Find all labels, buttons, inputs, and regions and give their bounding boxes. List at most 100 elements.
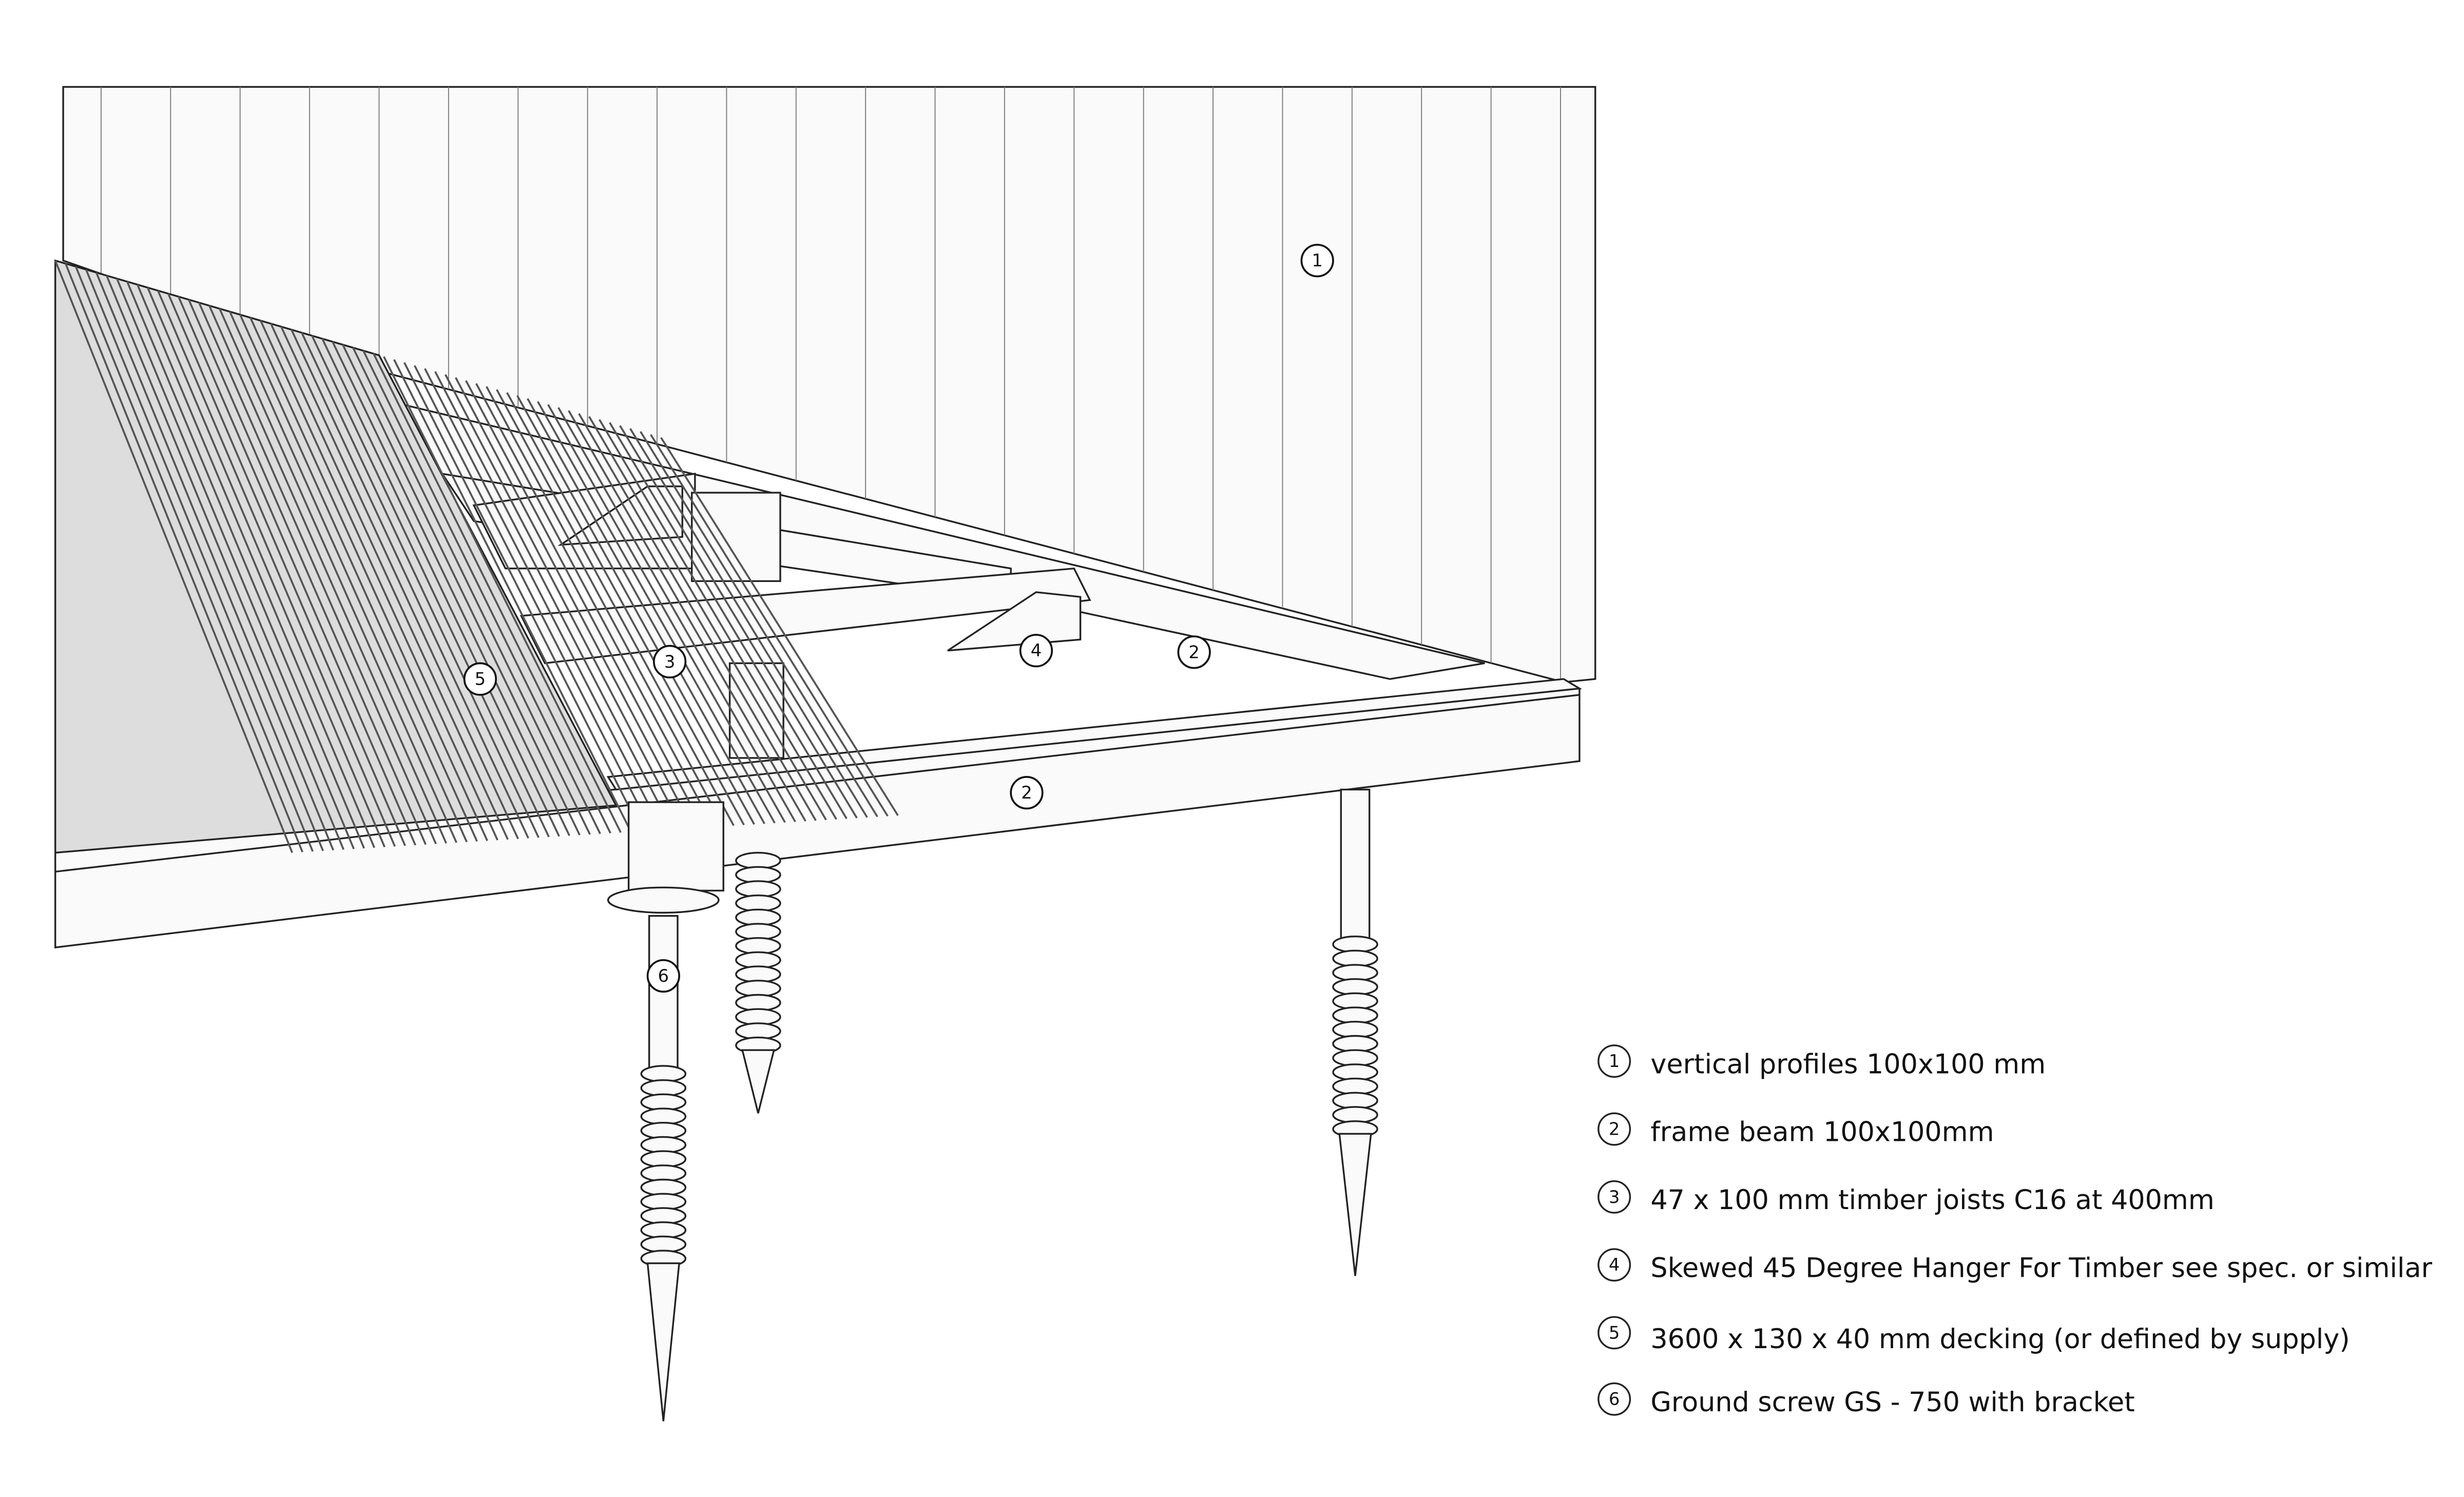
decking-groove: [434, 371, 673, 830]
decking-groove: [496, 389, 735, 826]
callout-4: 4: [1019, 634, 1053, 668]
decking-groove: [126, 281, 365, 849]
svg-text:5: 5: [1609, 1323, 1620, 1343]
decking-groove: [321, 338, 560, 837]
decking-groove: [95, 272, 334, 851]
decking-groove: [650, 434, 889, 817]
svg-text:47 x 100 mm timber joists C16: 47 x 100 mm timber joists C16 at 400mm: [1650, 1184, 2214, 1216]
decking-groove: [116, 278, 355, 849]
decking-groove: [465, 380, 704, 828]
svg-text:vertical profiles 100x100 mm: vertical profiles 100x100 mm: [1650, 1048, 2046, 1080]
decking-groove: [177, 296, 416, 846]
callout-1: 1: [1300, 244, 1334, 278]
svg-text:Skewed 45 Degree Hanger For Ti: Skewed 45 Degree Hanger For Timber see s…: [1650, 1252, 2432, 1284]
decking-groove: [198, 302, 437, 845]
screw-tip: [741, 1049, 775, 1114]
svg-text:4: 4: [1031, 640, 1042, 660]
bracket: [627, 801, 724, 892]
decking-groove: [239, 314, 478, 842]
callout-5: 5: [463, 662, 497, 696]
decking-groove: [301, 332, 540, 838]
decking: [54, 259, 899, 854]
decking-groove: [403, 362, 642, 832]
decking-groove: [547, 404, 786, 823]
decking-groove: [280, 326, 519, 840]
decking-groove: [249, 317, 488, 841]
legend: 1 vertical profiles 100x100 mm 2 frame bea…: [1597, 1044, 2433, 1418]
decking-groove: [445, 374, 683, 829]
decking-groove: [229, 311, 468, 843]
svg-text:Ground screw GS - 750 with bra: Ground screw GS - 750 with bracket: [1650, 1387, 2134, 1418]
decking-groove: [291, 329, 529, 839]
legend-item-3: 3 47 x 100 mm timber joists C16 at 400mm: [1597, 1180, 2215, 1216]
decking-groove: [537, 401, 776, 824]
svg-text:2: 2: [1021, 783, 1032, 803]
decking-groove: [475, 383, 714, 827]
svg-text:frame beam 100x100mm: frame beam 100x100mm: [1650, 1117, 1994, 1148]
decking-groove: [187, 299, 427, 845]
decking-groove: [64, 263, 303, 853]
svg-text:2: 2: [1609, 1119, 1620, 1139]
legend-item-6: 6 Ground screw GS - 750 with bracket: [1597, 1382, 2135, 1418]
decking-groove: [362, 350, 601, 834]
decking-groove: [146, 287, 386, 848]
legend-item-2: 2 frame beam 100x100mm: [1597, 1112, 1994, 1148]
callout-2-front: 2: [1010, 776, 1044, 810]
screw-tip: [1338, 1133, 1372, 1276]
decking-groove: [136, 284, 375, 848]
decking-groove: [619, 425, 858, 819]
ground-screws: [640, 788, 1378, 1422]
bracket-base: [607, 886, 720, 914]
decking-groove: [383, 356, 622, 833]
decking-groove: [219, 308, 457, 843]
decking-groove: [629, 428, 868, 818]
svg-text:6: 6: [658, 966, 669, 986]
decking-groove: [588, 416, 827, 821]
screw-shaft: [648, 915, 679, 1075]
svg-text:3600 x 130 x 40 mm decking (or: 3600 x 130 x 40 mm decking (or defined b…: [1650, 1324, 2350, 1355]
svg-text:1: 1: [1312, 250, 1323, 270]
svg-text:4: 4: [1609, 1255, 1620, 1275]
callout-6: 6: [646, 959, 680, 993]
vertical-profiles-wall: [62, 86, 1596, 683]
decking-groove: [54, 260, 293, 853]
callout-3: 3: [653, 645, 687, 678]
decking-groove: [74, 266, 314, 852]
svg-text:1: 1: [1609, 1051, 1620, 1071]
decking-groove: [455, 377, 694, 829]
svg-text:3: 3: [664, 652, 676, 672]
legend-item-4: 4 Skewed 45 Degree Hanger For Timber see …: [1597, 1248, 2433, 1284]
decking-groove: [599, 419, 837, 820]
decking-groove: [85, 269, 324, 851]
decking-groove: [557, 407, 796, 823]
svg-text:2: 2: [1188, 642, 1200, 662]
decking-groove: [342, 344, 581, 835]
decking-groove: [105, 275, 344, 850]
decking-groove: [208, 305, 447, 844]
decking-groove: [568, 410, 806, 822]
legend-item-1: 1 vertical profiles 100x100 mm: [1597, 1044, 2046, 1080]
decking-groove: [311, 335, 550, 838]
callout-2-back: 2: [1177, 635, 1211, 669]
decking-groove: [506, 392, 745, 826]
decking-groove: [486, 386, 724, 827]
svg-text:6: 6: [1609, 1389, 1620, 1409]
decking-groove: [332, 341, 570, 837]
decking-groove: [640, 431, 878, 818]
decking-groove: [393, 359, 632, 832]
svg-text:3: 3: [1609, 1187, 1620, 1207]
decking-groove: [578, 413, 817, 821]
decking-groove: [167, 293, 406, 846]
frame-beam: [54, 678, 1583, 949]
legend-item-5: 5 3600 x 130 x 40 mm decking (or defined …: [1597, 1316, 2350, 1355]
decking-groove: [516, 395, 755, 825]
screw-shaft: [1340, 788, 1371, 945]
decking-groove: [609, 422, 848, 820]
decking-groove: [157, 290, 396, 847]
decking-groove: [352, 347, 591, 835]
decking-groove: [260, 320, 498, 841]
decking-groove: [414, 365, 652, 831]
decking-groove: [424, 368, 663, 831]
decking-groove: [373, 353, 611, 834]
